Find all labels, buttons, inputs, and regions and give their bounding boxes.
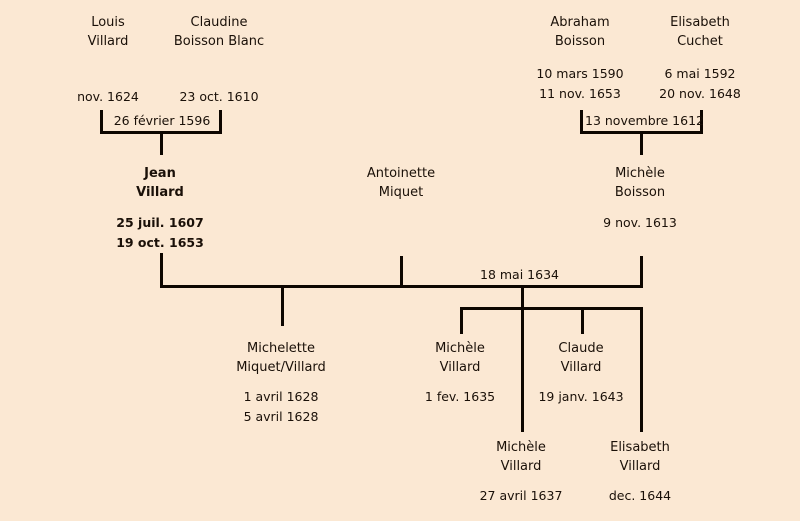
sibling-drop-1634 [521, 285, 524, 310]
date-birth: 10 mars 1590 [536, 66, 624, 81]
dates-louis-villard: nov. 1624 [52, 87, 164, 107]
union-stem-michele-boisson [640, 256, 643, 288]
person-last-name: Cuchet [677, 34, 723, 49]
person-first-name: Antoinette [366, 166, 436, 181]
date-death: 11 nov. 1653 [539, 86, 621, 101]
date-birth: 9 nov. 1613 [603, 215, 677, 230]
person-last-name: Villard [560, 360, 602, 375]
date-death: 19 oct. 1653 [116, 235, 204, 250]
child-stem-claude-villard [581, 307, 584, 334]
person-last-name: Miquet/Villard [236, 360, 326, 375]
date-birth: dec. 1644 [608, 488, 672, 503]
dates-claude-villard: 19 janv. 1643 [527, 387, 635, 407]
dates-michele-villard-1637: 27 avril 1637 [467, 486, 575, 506]
date-birth: 6 mai 1592 [664, 66, 736, 81]
marriage-bracket-left-stem-1612 [580, 110, 583, 133]
date-birth: 27 avril 1637 [479, 488, 563, 503]
union-stem-antoinette [400, 256, 403, 288]
person-first-name: Elisabeth [610, 440, 670, 455]
person-michele-boisson: Michèle Boisson [584, 164, 696, 202]
union-stem-jean [160, 253, 163, 288]
sibling-bar-1634 [460, 307, 643, 310]
marriage-drop-1612 [640, 131, 643, 155]
date-death: 5 avril 1628 [243, 409, 319, 424]
person-abraham-boisson: Abraham Boisson [524, 13, 636, 51]
person-last-name: Villard [439, 360, 481, 375]
person-claude-villard: Claude Villard [533, 339, 629, 377]
person-first-name: Elisabeth [670, 15, 730, 30]
dates-jean-villard: 25 juil. 1607 19 oct. 1653 [104, 213, 216, 253]
date-death: 20 nov. 1648 [659, 86, 741, 101]
person-elisabeth-villard: Elisabeth Villard [592, 438, 688, 476]
person-last-name: Miquet [378, 185, 424, 200]
person-last-name: Villard [136, 185, 184, 200]
marriage-date-1596: 26 février 1596 [113, 113, 211, 128]
person-first-name: Abraham [550, 15, 610, 30]
date-birth: 1 avril 1628 [243, 389, 319, 404]
person-last-name: Villard [87, 34, 129, 49]
dates-claudine-boisson-blanc: 23 oct. 1610 [152, 87, 286, 107]
person-first-name: Michèle [496, 440, 546, 455]
person-last-name: Boisson [614, 185, 666, 200]
person-michele-villard-1637: Michèle Villard [473, 438, 569, 476]
person-michelette-miquet-villard: Michelette Miquet/Villard [212, 339, 350, 377]
dates-elisabeth-cuchet: 6 mai 1592 20 nov. 1648 [645, 64, 755, 104]
dates-michelette-miquet-villard: 1 avril 1628 5 avril 1628 [212, 387, 350, 427]
person-last-name: Boisson Blanc [173, 34, 265, 49]
date-birth: 19 janv. 1643 [538, 389, 624, 404]
marriage-drop-1596 [160, 131, 163, 155]
union-bar-main [160, 285, 643, 288]
date-birth: nov. 1624 [77, 89, 139, 104]
marriage-bracket-right-stem-1612 [700, 110, 703, 133]
person-claudine-boisson-blanc: Claudine Boisson Blanc [152, 13, 286, 51]
child-stem-michelette [281, 285, 284, 326]
person-first-name: Michèle [435, 341, 485, 356]
person-antoinette-miquet: Antoinette Miquet [344, 164, 458, 202]
person-first-name: Jean [144, 166, 176, 181]
date-birth: 1 fev. 1635 [424, 389, 496, 404]
person-elisabeth-cuchet: Elisabeth Cuchet [645, 13, 755, 51]
person-first-name: Claudine [190, 15, 248, 30]
person-last-name: Boisson [554, 34, 606, 49]
person-first-name: Louis [91, 15, 125, 30]
person-louis-villard: Louis Villard [52, 13, 164, 51]
marriage-bracket-right-stem-1596 [219, 110, 222, 133]
marriage-date-1634: 18 mai 1634 [480, 267, 559, 282]
date-birth: 23 oct. 1610 [179, 89, 259, 104]
marriage-bracket-left-stem-1596 [100, 110, 103, 133]
child-stem-michele-villard-1635 [460, 307, 463, 334]
person-michele-villard-1635: Michèle Villard [412, 339, 508, 377]
person-first-name: Michèle [615, 166, 665, 181]
dates-abraham-boisson: 10 mars 1590 11 nov. 1653 [524, 64, 636, 104]
dates-michele-boisson: 9 nov. 1613 [584, 213, 696, 233]
marriage-date-1612: 13 novembre 1612 [585, 113, 704, 128]
dates-elisabeth-villard: dec. 1644 [592, 486, 688, 506]
person-last-name: Villard [500, 459, 542, 474]
dates-michele-villard-1635: 1 fev. 1635 [412, 387, 508, 407]
date-birth: 25 juil. 1607 [116, 215, 204, 230]
child-stem-michele-villard-1637 [521, 307, 524, 432]
person-first-name: Michelette [246, 341, 315, 356]
child-stem-elisabeth-villard [640, 307, 643, 432]
person-jean-villard: Jean Villard [104, 164, 216, 202]
person-last-name: Villard [619, 459, 661, 474]
person-first-name: Claude [558, 341, 604, 356]
